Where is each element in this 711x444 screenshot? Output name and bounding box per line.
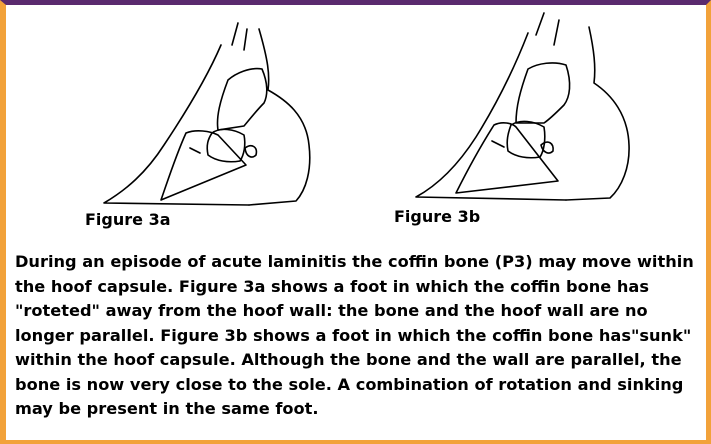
hoof-figures — [6, 5, 706, 235]
hoof-3b-drawing — [416, 13, 629, 200]
hoof-3a-drawing — [104, 23, 310, 205]
figure-3b-caption: Figure 3b — [394, 207, 480, 226]
figure-3a-caption: Figure 3a — [85, 210, 171, 229]
figure-description: During an episode of acute laminitis the… — [15, 250, 710, 422]
